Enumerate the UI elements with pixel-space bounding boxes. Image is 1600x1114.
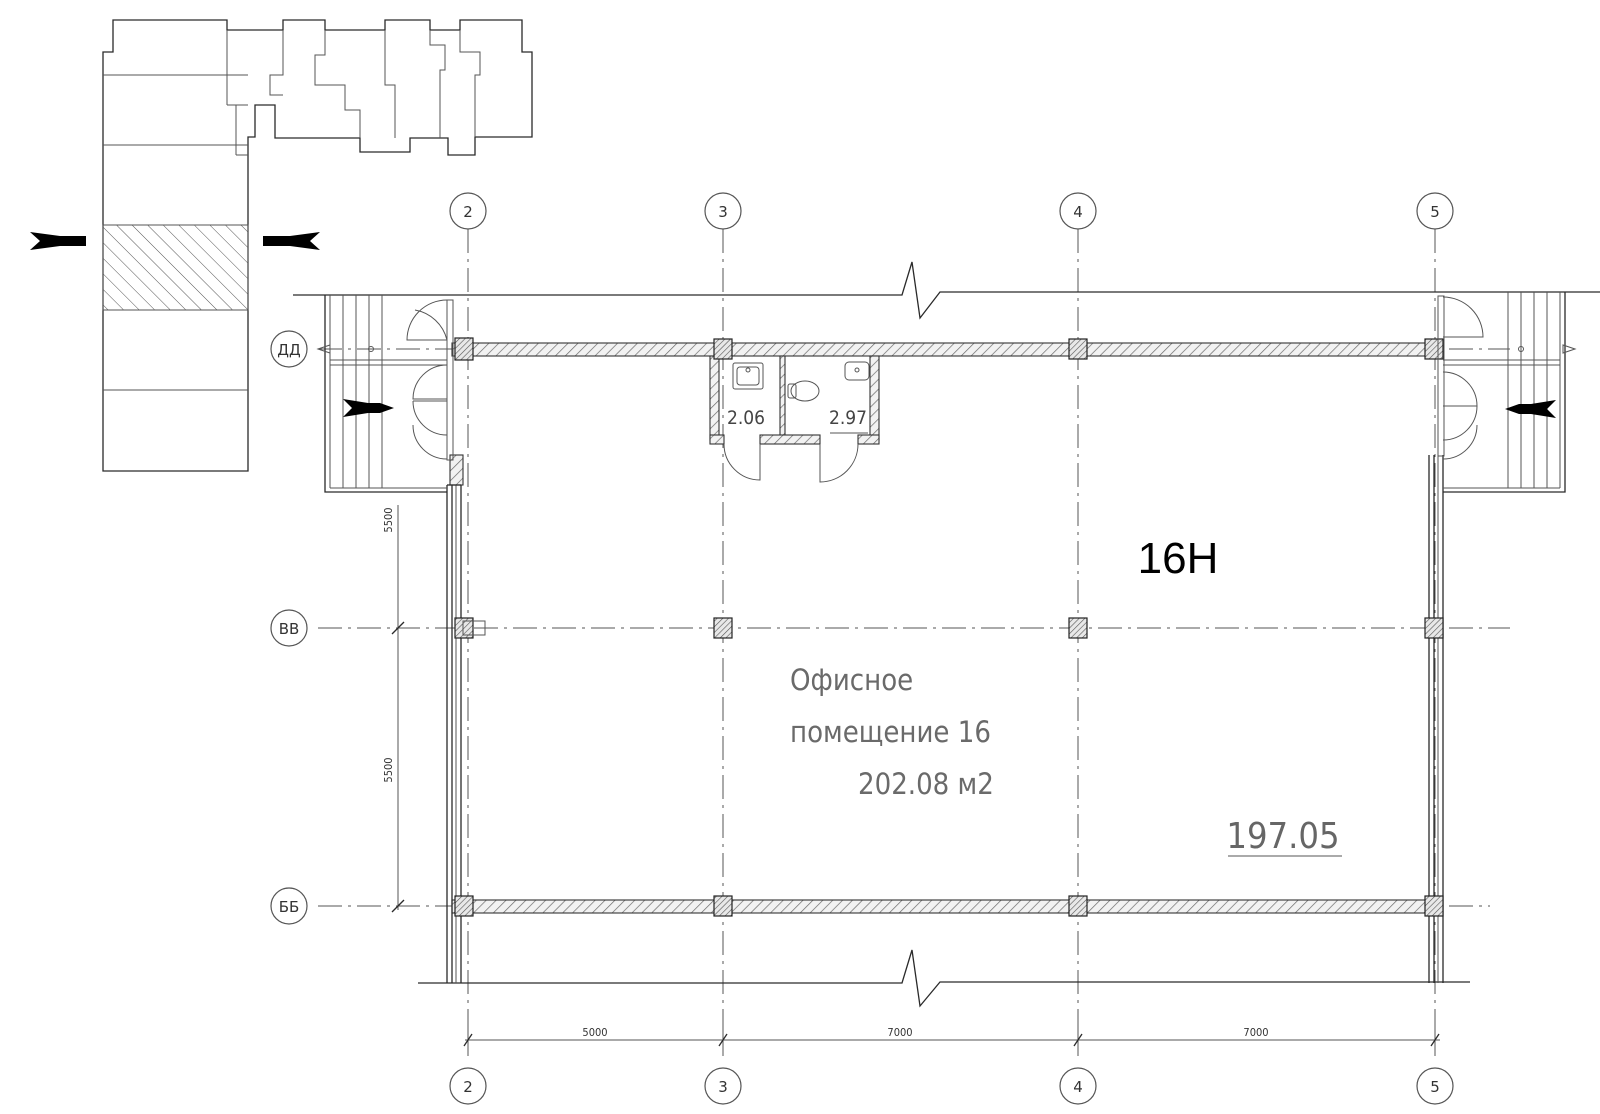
bathroom-1-area: 2.06 bbox=[727, 407, 765, 429]
axis-bubbles-rows bbox=[270, 330, 308, 925]
axis-label-4-bottom: 4 bbox=[1073, 1078, 1083, 1096]
axis-label-5-top: 5 bbox=[1430, 203, 1440, 221]
axis-label-bb: ББ bbox=[279, 898, 300, 916]
dim-3-4: 7000 bbox=[887, 1026, 912, 1039]
key-plan-arrow-right bbox=[263, 232, 320, 250]
floor-level-mark: 197.05 bbox=[1226, 816, 1339, 857]
columns bbox=[454, 337, 1444, 917]
dim-dd-vv: 5500 bbox=[382, 507, 395, 532]
walls bbox=[449, 342, 1437, 914]
bathroom-2-area: 2.97 bbox=[829, 407, 867, 429]
entrance-west bbox=[316, 295, 454, 493]
office-name-line1: Офисное bbox=[790, 663, 913, 697]
axis-label-dd: ДД bbox=[277, 341, 300, 359]
office-name-line2: помещение 16 bbox=[790, 715, 991, 749]
axis-label-3-bottom: 3 bbox=[718, 1078, 728, 1096]
west-entry-arrow bbox=[343, 399, 394, 417]
axis-label-3-top: 3 bbox=[718, 203, 728, 221]
axis-bubbles-top bbox=[449, 192, 1454, 230]
axis-label-vv: ВВ bbox=[279, 620, 300, 638]
dim-vv-bb: 5500 bbox=[382, 757, 395, 782]
break-lines bbox=[293, 261, 1600, 1008]
key-plan-arrow-left bbox=[30, 232, 86, 250]
office-area: 202.08 м2 bbox=[858, 767, 994, 801]
axis-label-4-top: 4 bbox=[1073, 203, 1083, 221]
dim-4-5: 7000 bbox=[1243, 1026, 1268, 1039]
axis-label-2-bottom: 2 bbox=[463, 1078, 473, 1096]
bathroom-fixtures bbox=[723, 361, 870, 483]
axis-label-5-bottom: 5 bbox=[1430, 1078, 1440, 1096]
dimension-lines bbox=[391, 505, 1440, 1048]
key-plan bbox=[30, 19, 533, 472]
axis-label-2-top: 2 bbox=[463, 203, 473, 221]
glazing-east bbox=[1428, 455, 1444, 983]
dim-2-3: 5000 bbox=[582, 1026, 607, 1039]
unit-number: 16Н bbox=[1138, 534, 1219, 583]
axis-bubbles-bottom bbox=[449, 1067, 1454, 1105]
east-entry-arrow bbox=[1505, 400, 1556, 418]
key-plan-highlight bbox=[102, 224, 249, 311]
entrance-east bbox=[1437, 292, 1577, 493]
